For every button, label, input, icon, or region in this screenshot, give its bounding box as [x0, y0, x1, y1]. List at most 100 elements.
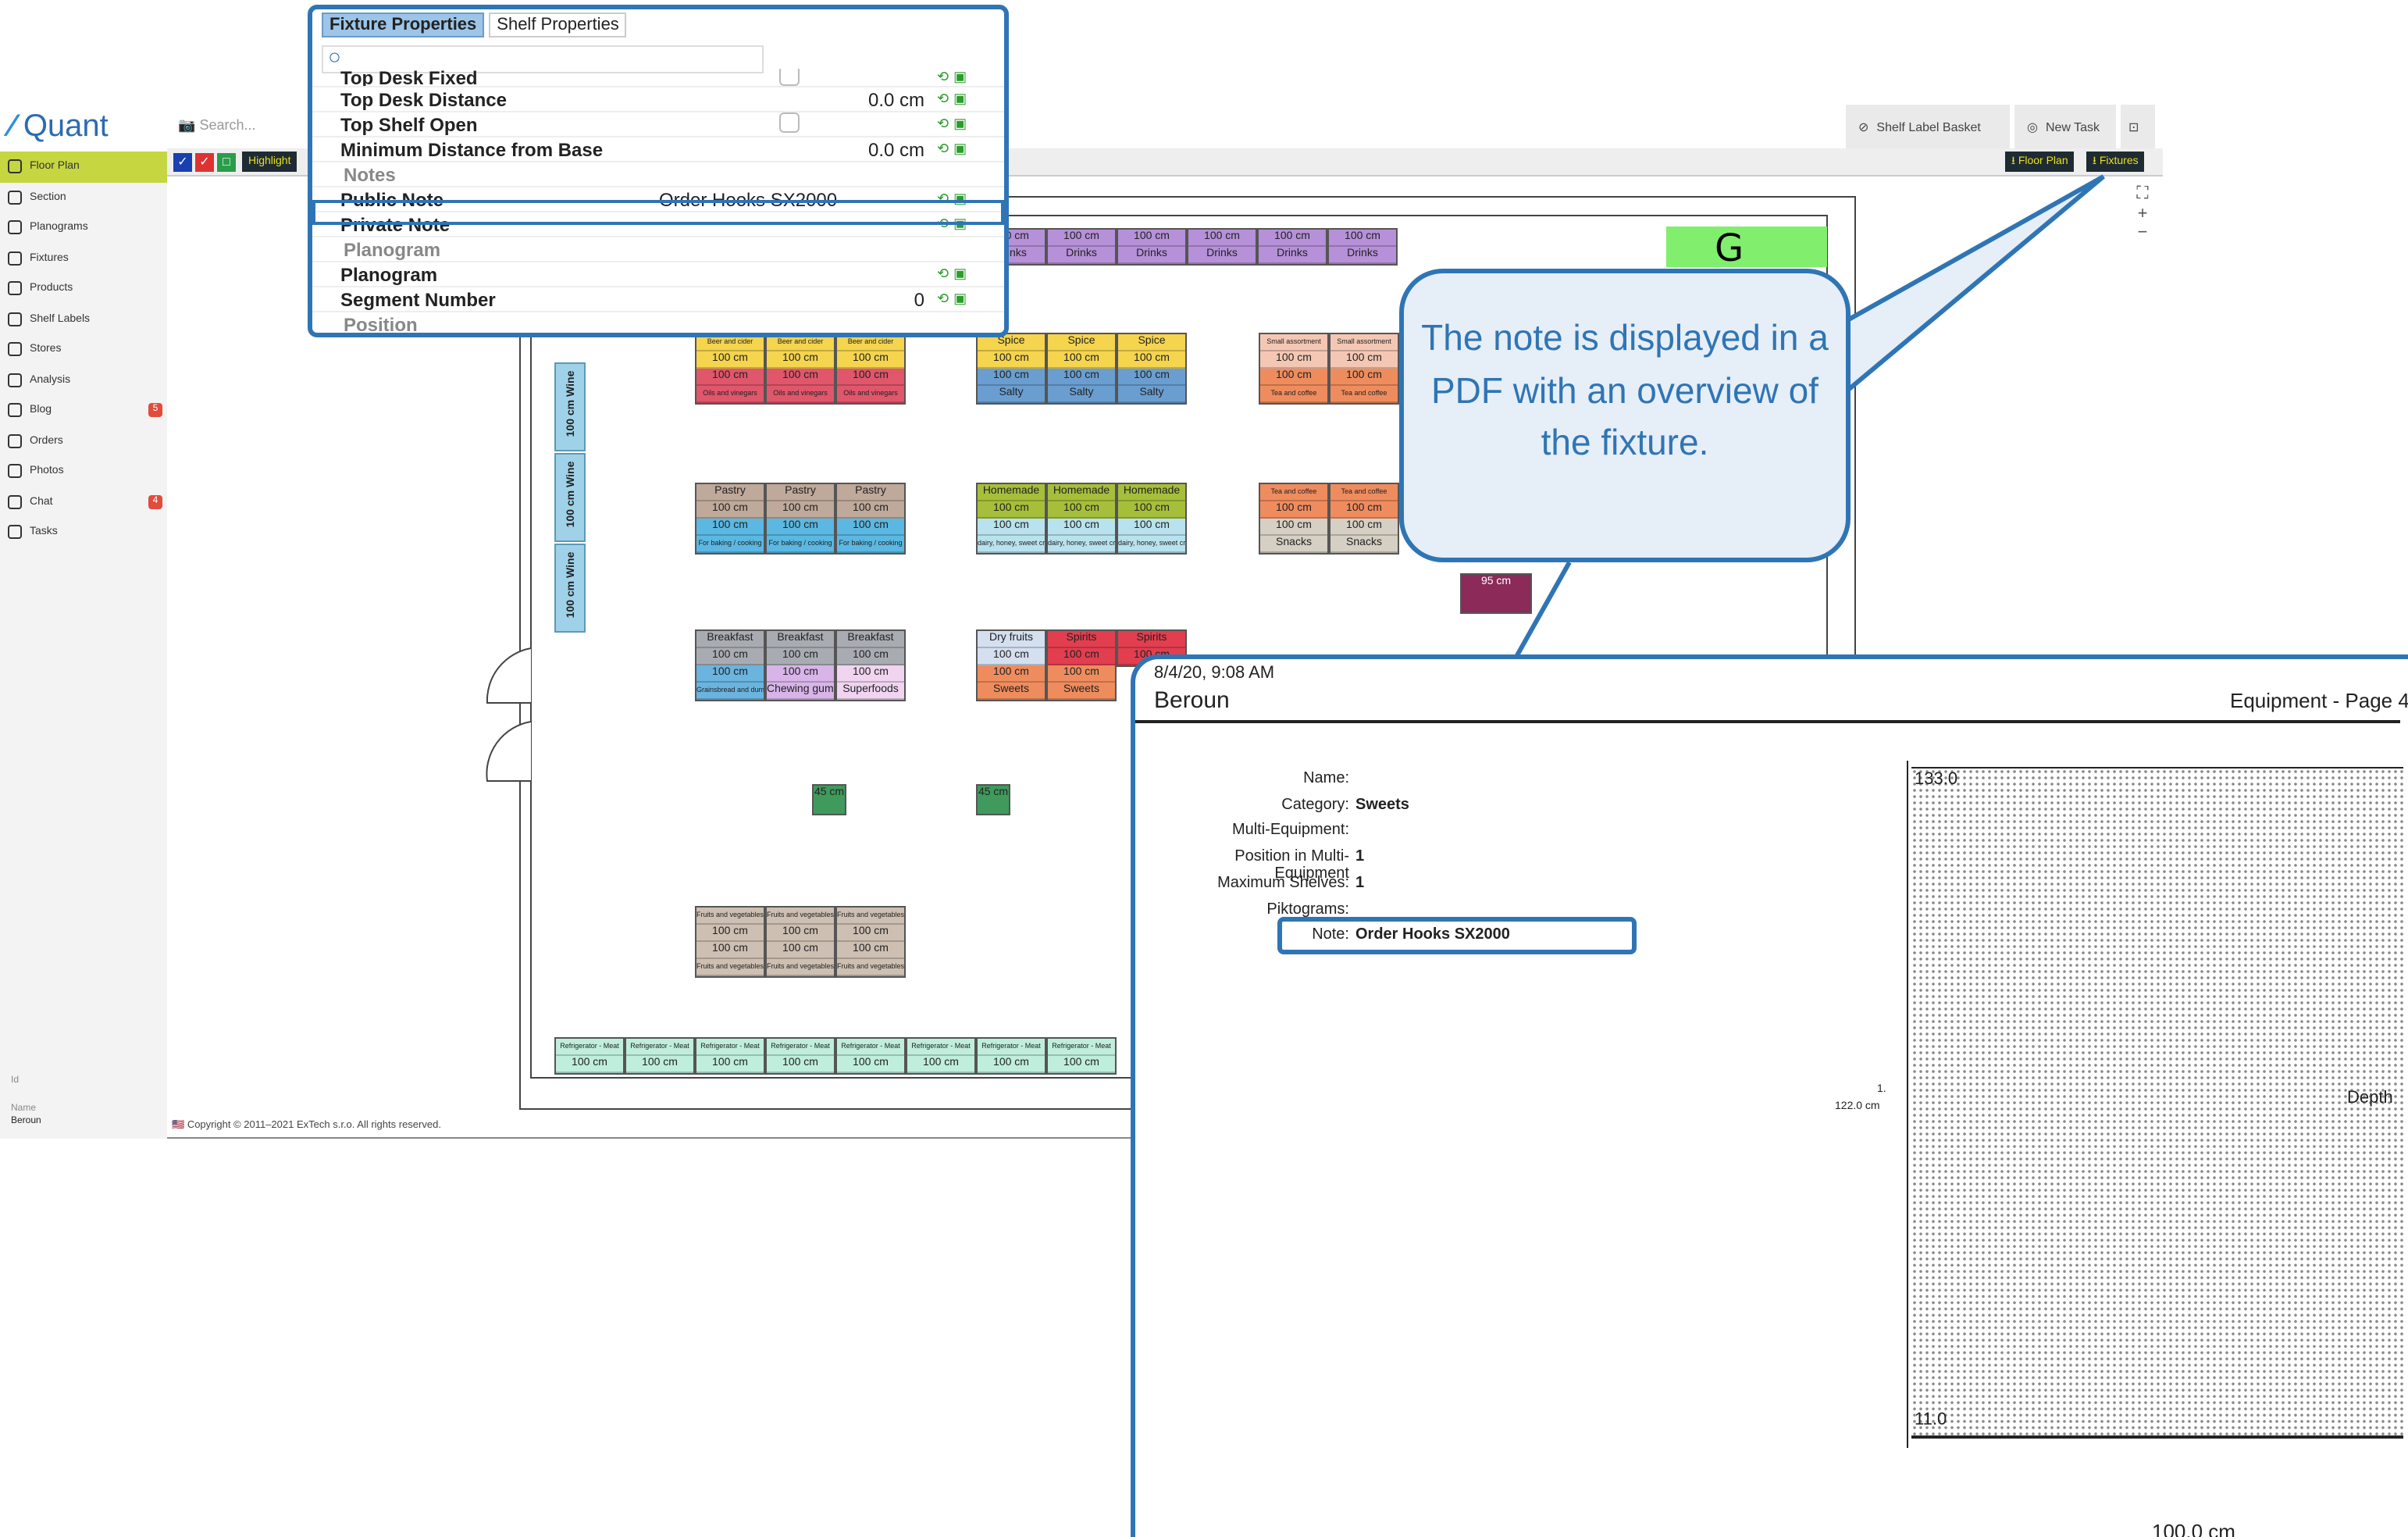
fit-screen-icon[interactable]: ⛶ [2136, 184, 2149, 203]
red-checkbox[interactable]: ✓ [195, 153, 214, 172]
sidebar-item-section[interactable]: Section [0, 182, 167, 212]
shelf-label-basket-button[interactable]: ⊘Shelf Label Basket [1846, 105, 2010, 148]
search-bar[interactable]: 📷 Search... [178, 117, 256, 133]
new-task-button[interactable]: ◎New Task [2014, 105, 2116, 148]
properties-search-input[interactable]: ○ [322, 44, 764, 73]
floor-plan-download-button[interactable]: ⭳ Floor Plan [2005, 152, 2075, 172]
property-value[interactable] [637, 112, 931, 137]
property-row-planogram[interactable]: Planogram⟲▣ [312, 262, 1004, 287]
floor-plan-icon [8, 159, 22, 174]
property-row-top-desk-fixed[interactable]: Top Desk Fixed⟲▣ [312, 69, 1004, 87]
wall-fixture[interactable]: 100 cm Wine [554, 453, 586, 542]
blue-checkbox[interactable]: ✓ [173, 153, 192, 172]
checkbox[interactable] [779, 69, 800, 85]
sidebar-item-products[interactable]: Products [0, 273, 167, 304]
fixture-label: Tea and coffee [1330, 386, 1398, 403]
user-icon[interactable]: ⊡ [2121, 105, 2155, 148]
property-value[interactable]: 0 [914, 288, 924, 310]
property-row-top-desk-distance[interactable]: Top Desk Distance 0.0 cm ⟲▣ [312, 87, 1004, 112]
property-value[interactable]: Order Hooks SX2000 [659, 188, 838, 210]
property-value[interactable]: 0.0 cm [867, 138, 924, 160]
sidebar-item-stores[interactable]: Stores [0, 334, 167, 365]
row-action-icons[interactable]: ⟲▣ [937, 91, 972, 106]
property-value[interactable]: 0.0 cm [867, 88, 924, 110]
property-label: Top Desk Distance [340, 88, 507, 110]
sidebar-item-label: Blog [30, 405, 52, 416]
property-row-top-shelf-open[interactable]: Top Shelf Open⟲▣ [312, 112, 1004, 137]
pdf-field-value: 1 [1355, 874, 1365, 892]
row-action-icons[interactable]: ⟲▣ [937, 69, 972, 84]
checkbox[interactable] [779, 112, 800, 132]
zoom-in-button[interactable]: + [2137, 205, 2148, 223]
sidebar-item-fixtures[interactable]: Fixtures [0, 243, 167, 273]
small-fixture[interactable]: 45 cm [976, 784, 1010, 815]
row-action-icons[interactable]: ⟲▣ [937, 266, 972, 281]
zoom-out-button[interactable]: − [2137, 223, 2148, 242]
wall-fixture[interactable]: 100 cm Wine [554, 362, 586, 451]
tab-fixture-properties[interactable]: Fixture Properties [322, 12, 485, 37]
sidebar-item-orders[interactable]: Orders [0, 426, 167, 456]
fixture-label: 100 cm [978, 501, 1045, 519]
sidebar-item-floor-plan[interactable]: Floor Plan [0, 152, 167, 182]
sidebar-item-shelf-labels[interactable]: Shelf Labels [0, 304, 167, 334]
sidebar-item-analysis[interactable]: Analysis [0, 365, 167, 395]
sidebar-item-photos[interactable]: Photos [0, 456, 167, 487]
wall-fixture[interactable]: 100 cm Wine [554, 544, 586, 633]
row-action-icons[interactable]: ⟲▣ [937, 141, 972, 156]
sidebar-item-tasks[interactable]: Tasks [0, 517, 167, 547]
row-action-icons[interactable]: ⟲▣ [937, 291, 972, 306]
fixtures-download-button[interactable]: ⭳ Fixtures [2086, 152, 2145, 172]
green-checkbox[interactable]: □ [217, 153, 236, 172]
pdf-field: Category:Sweets [1160, 796, 1409, 818]
stores-icon [8, 342, 22, 357]
highlight-button[interactable]: Highlight [242, 152, 297, 172]
property-value[interactable] [637, 69, 931, 86]
small-fixture[interactable]: 45 cm [812, 784, 846, 815]
sidebar-item-planograms[interactable]: Planograms [0, 212, 167, 243]
tab-shelf-properties[interactable]: Shelf Properties [489, 12, 627, 37]
purple-fixture[interactable]: 95 cm [1460, 573, 1532, 614]
row-action-icons[interactable]: ⟲▣ [937, 116, 972, 131]
